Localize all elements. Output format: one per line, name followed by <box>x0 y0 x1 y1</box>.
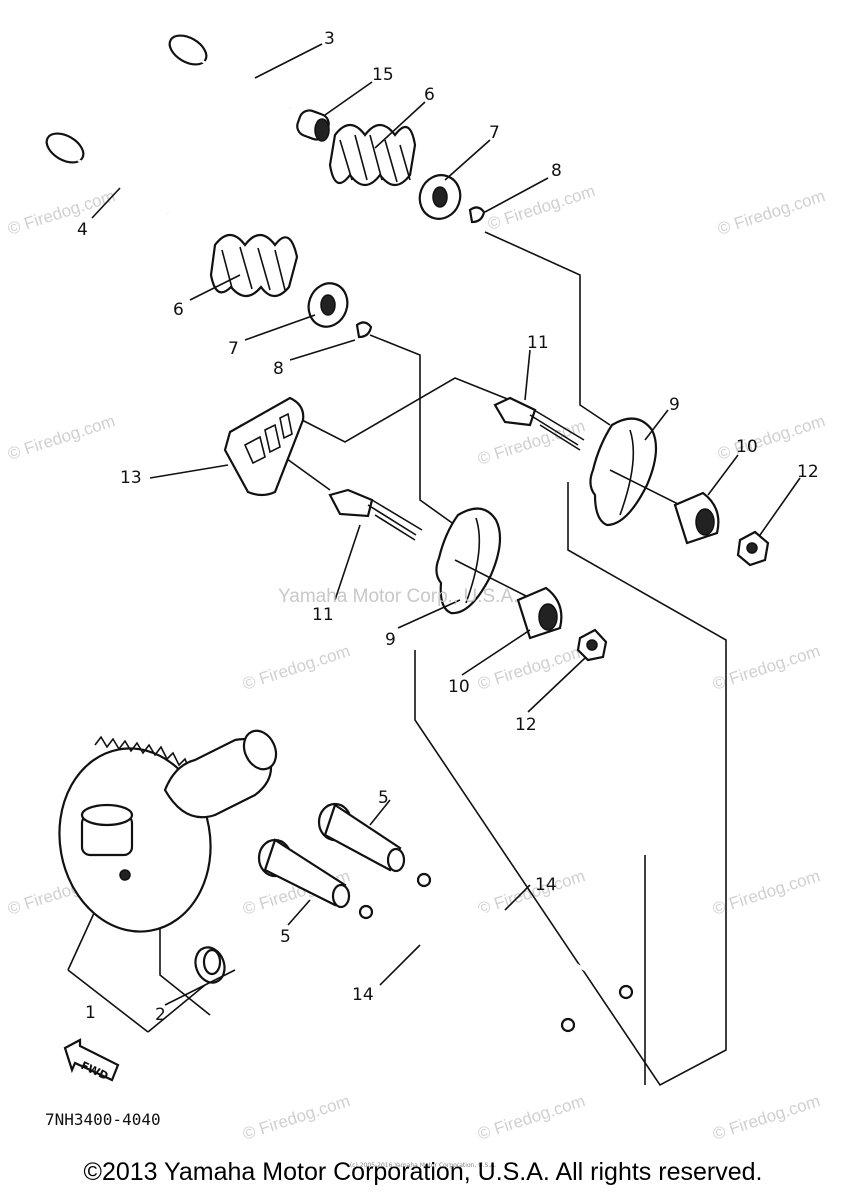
callout-8: 8 <box>551 161 562 181</box>
callout-labels: 3 15 6 7 8 4 6 7 8 11 9 13 10 12 11 9 10… <box>77 29 819 1025</box>
spring-retainer-part-7-lower <box>307 282 349 328</box>
callout-5: 5 <box>378 788 389 808</box>
valve-spring-part-6 <box>328 123 417 187</box>
dowel-pin-part-2 <box>194 946 226 984</box>
nut-part-12-lower <box>576 628 608 662</box>
watermark: © Firedog.com <box>710 641 822 694</box>
watermark: © Firedog.com <box>475 641 587 694</box>
valve-part-4 <box>45 132 169 215</box>
watermark: © Firedog.com <box>240 1091 352 1144</box>
watermark: © Firedog.com <box>710 866 822 919</box>
watermark: © Firedog.com <box>715 411 827 464</box>
callout-15: 15 <box>372 65 394 85</box>
callout-5-lower: 5 <box>280 927 291 947</box>
valve-seal-part-15 <box>296 109 330 142</box>
callout-14-lower: 14 <box>352 985 374 1005</box>
diagram-code: 7NH3400-4040 <box>45 1110 161 1129</box>
rocker-shaft-part-10-lower <box>516 586 563 640</box>
rocker-arm-part-9 <box>589 417 691 527</box>
callout-2: 2 <box>155 1005 166 1025</box>
watermark: © Firedog.com <box>475 1091 587 1144</box>
callout-10-lower: 10 <box>448 677 470 697</box>
watermark: © Firedog.com <box>710 1091 822 1144</box>
callout-6: 6 <box>424 85 435 105</box>
adjusting-screw-part-11-lower <box>328 488 423 541</box>
callout-6-lower: 6 <box>173 300 184 320</box>
valve-part-3 <box>168 34 291 110</box>
connector-lines <box>67 231 727 1087</box>
callout-8-lower: 8 <box>273 359 284 379</box>
copyright-notice: ©2013 Yamaha Motor Corporation, U.S.A. A… <box>83 1158 763 1186</box>
camshaft-gear-part-1 <box>58 729 278 933</box>
valve-cotter-part-8-lower <box>355 321 373 339</box>
watermark: © Firedog.com <box>715 186 827 239</box>
center-watermark: Yamaha Motor Corp., U.S.A. <box>278 586 518 607</box>
leader-lines <box>91 43 801 1006</box>
callout-1: 1 <box>85 1003 96 1023</box>
tiny-copyright-note: (c) 2005-2016 Yamaha Motor Corporation, … <box>349 1162 497 1169</box>
watermark: © Firedog.com <box>240 641 352 694</box>
spring-retainer-part-7 <box>418 174 462 220</box>
callout-11-lower: 11 <box>312 605 334 625</box>
callout-3: 3 <box>324 29 335 49</box>
callout-9: 9 <box>669 395 680 415</box>
valve-spring-part-6-lower <box>209 233 299 298</box>
callout-7: 7 <box>489 123 500 143</box>
adjusting-screw-part-11 <box>493 396 585 451</box>
callout-12-lower: 12 <box>515 715 537 735</box>
callout-14: 14 <box>535 875 557 895</box>
rocker-plate-part-13 <box>223 396 305 497</box>
watermark: © Firedog.com <box>5 411 117 464</box>
forward-arrow-icon: FWD <box>63 1038 120 1083</box>
callout-9-lower: 9 <box>385 630 396 650</box>
nut-part-12 <box>736 530 770 567</box>
callout-12: 12 <box>797 462 819 482</box>
callout-13: 13 <box>120 468 142 488</box>
valve-cotter-part-8 <box>468 206 486 224</box>
callout-11: 11 <box>527 333 549 353</box>
push-rod-part-14-lower <box>358 904 576 1033</box>
watermark: © Firedog.com <box>5 186 117 239</box>
valve-lifter-part-5-lower <box>257 838 351 909</box>
callout-7-lower: 7 <box>228 339 239 359</box>
callout-4: 4 <box>77 220 88 240</box>
push-rod-part-14 <box>416 872 634 1000</box>
rocker-shaft-part-10 <box>673 491 720 545</box>
callout-10: 10 <box>736 437 758 457</box>
rocker-arm-part-9-lower <box>435 507 531 615</box>
valve-lifter-part-5 <box>317 802 406 873</box>
watermarks: © Firedog.com © Firedog.com © Firedog.co… <box>5 181 827 1144</box>
watermark: © Firedog.com <box>485 181 597 234</box>
